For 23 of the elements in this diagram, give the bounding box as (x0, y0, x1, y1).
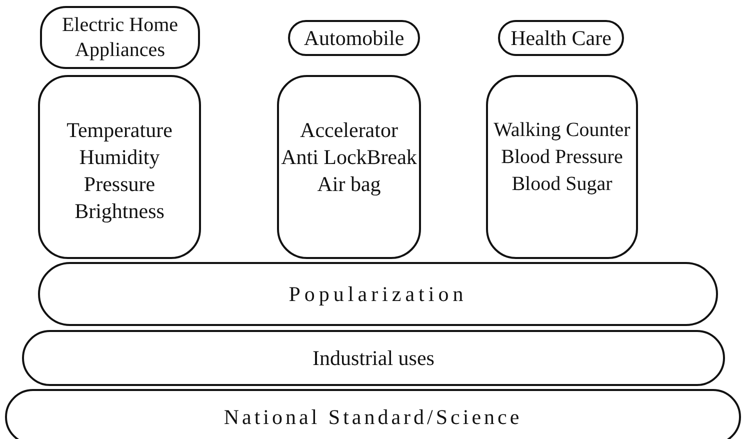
node-label: Temperature (66, 117, 172, 144)
node-label: Accelerator (300, 117, 398, 144)
node-label: Walking Counter (494, 118, 630, 143)
rounded-box (486, 75, 638, 259)
node-label: Blood Sugar (512, 172, 612, 197)
rounded-box (277, 75, 421, 259)
node-label: Automobile (304, 24, 404, 52)
node-label: Anti LockBreak (281, 144, 417, 171)
node-label: Air bag (317, 171, 381, 198)
rounded-box (38, 75, 201, 259)
node-label: Health Care (510, 24, 612, 52)
node-label: Blood Pressure (501, 145, 623, 170)
rounded-box (498, 20, 624, 56)
node-label: National Standard/Science (224, 404, 522, 430)
node-label: Popularization (288, 280, 468, 308)
rounded-box (40, 6, 200, 69)
node-label: Electric Home Appliances (60, 12, 180, 62)
rounded-box (288, 20, 420, 56)
node-label: Humidity (79, 144, 160, 171)
node-label: Industrial uses (312, 344, 434, 372)
rounded-box (5, 389, 741, 439)
node-label: Pressure (84, 171, 156, 198)
node-label: Brightness (74, 198, 164, 225)
